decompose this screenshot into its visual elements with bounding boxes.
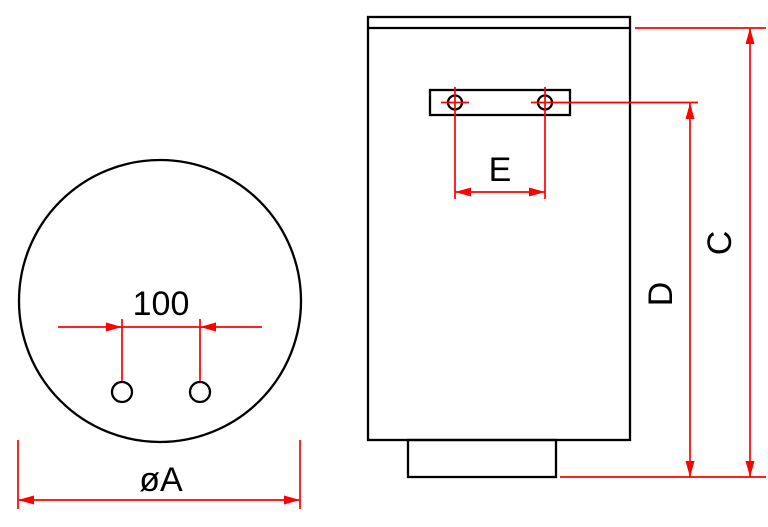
dimension-lines-layer <box>17 27 766 509</box>
height-d-label: D <box>642 282 680 307</box>
arrow-c-top <box>745 28 755 44</box>
dimension-arrows-layer <box>18 28 755 505</box>
arrow-diameter-right <box>284 495 300 505</box>
arrow-d-top <box>685 103 695 119</box>
tank-base-outline <box>406 438 558 479</box>
arrow-d-bottom <box>685 461 695 477</box>
arrow-c-bottom <box>745 461 755 477</box>
labels-layer: 100 øA E D C <box>133 151 739 499</box>
bracket-spacing-label: E <box>489 151 512 189</box>
arrow-hole-spacing-left <box>106 322 122 332</box>
tank-top-view-outline <box>17 158 303 444</box>
arrow-e-right <box>529 187 545 197</box>
arrow-hole-spacing-right <box>200 322 216 332</box>
arrow-diameter-left <box>18 495 34 505</box>
top-view-hole-left <box>110 380 134 404</box>
height-c-label: C <box>701 231 739 256</box>
arrow-e-left <box>455 187 471 197</box>
diameter-label: øA <box>139 461 183 499</box>
top-view-hole-right <box>188 380 212 404</box>
hole-spacing-label: 100 <box>133 285 190 323</box>
